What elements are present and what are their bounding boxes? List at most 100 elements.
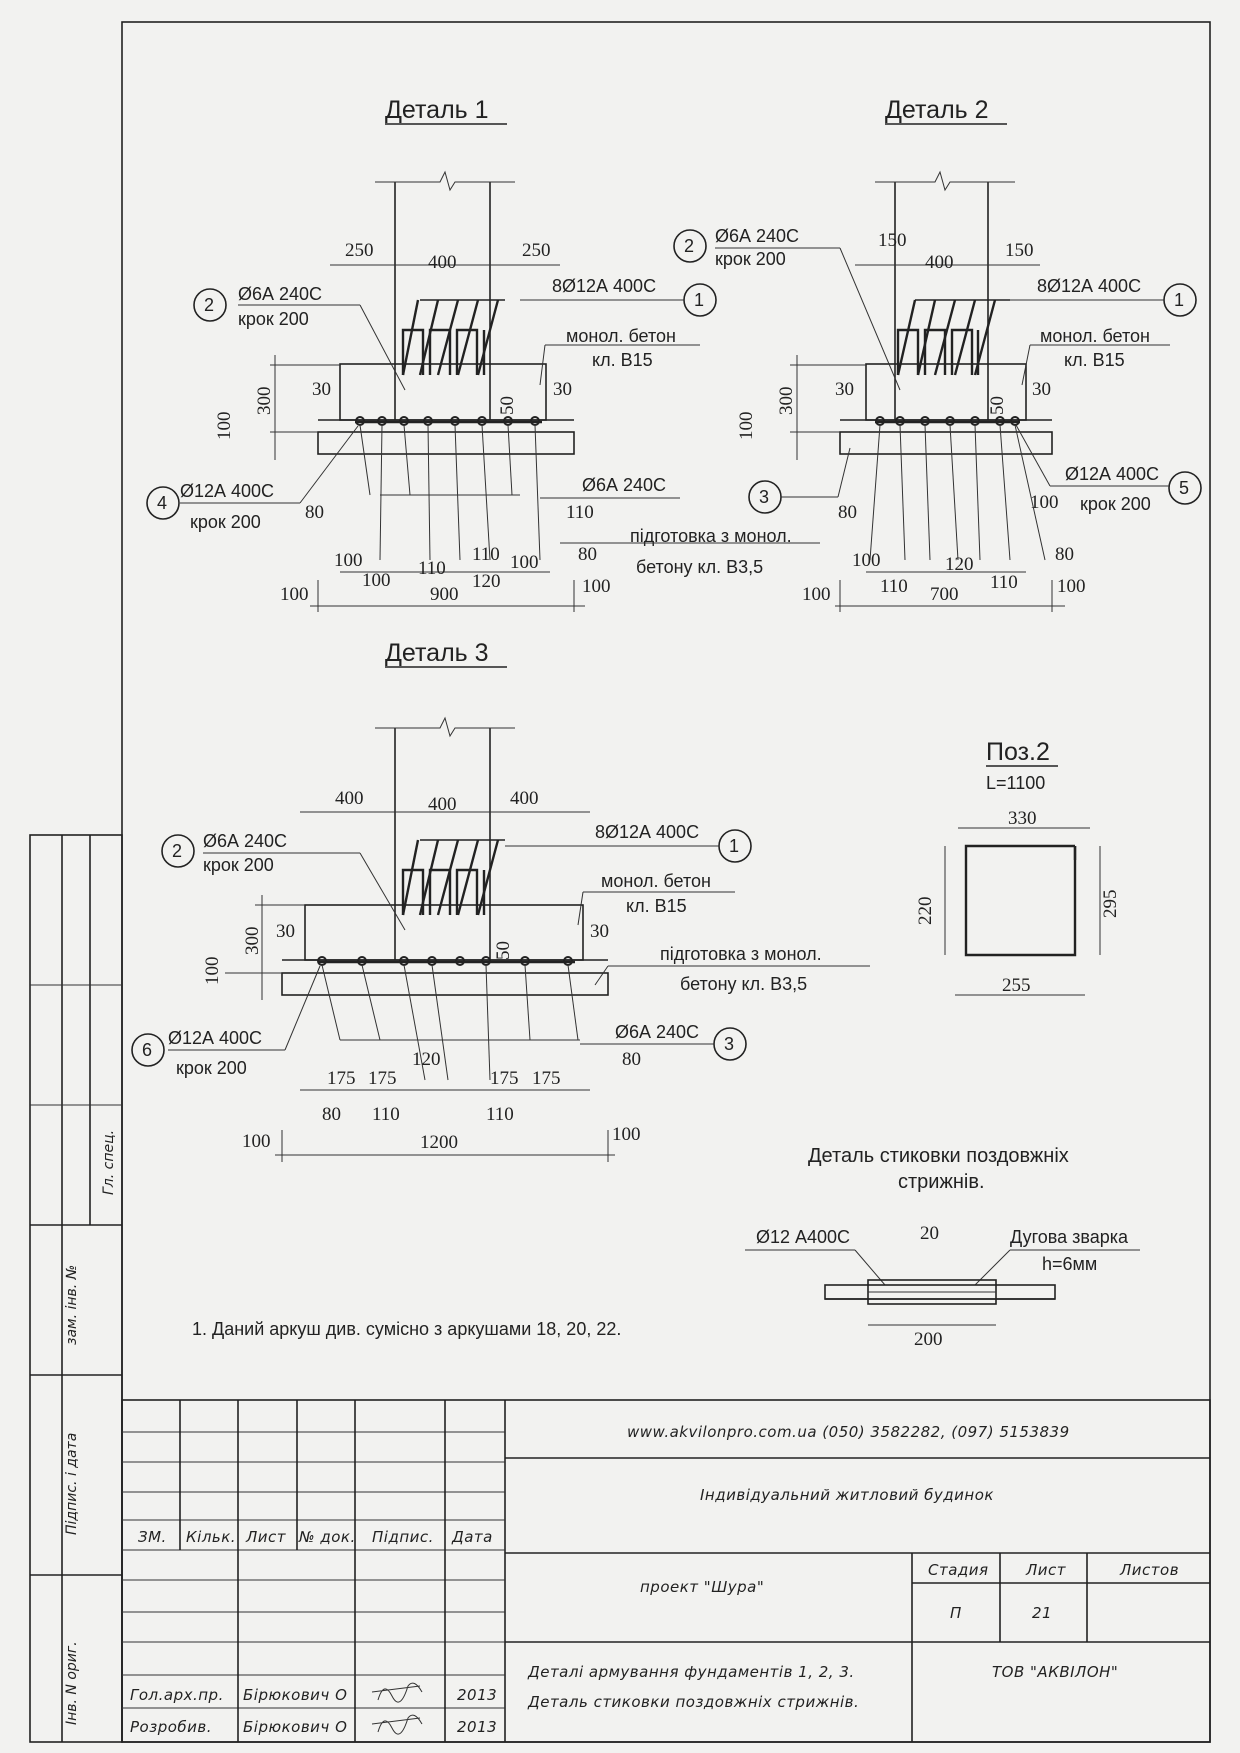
d3-mark-2-text: 2 [172,841,182,861]
d3-bot-dim-3: 175 [490,1068,519,1089]
d3-prep-label: підготовка з монол. [660,944,822,964]
tb-title-2: Деталь стиковки поздовжніх стрижнів. [527,1693,859,1711]
d1-side-dim-50: 50 [497,396,518,415]
tb-header-sheet: Лист [245,1528,287,1546]
poz2-title: Поз.2 [986,738,1050,766]
d1-bot-dim-9: 100 [280,584,309,605]
tb-stage: П [950,1604,962,1622]
d3-mark-2 [161,834,195,868]
d2-bot-dim-1: 100 [1030,492,1059,513]
poz2-top-dim: 330 [1008,808,1037,829]
tb-row1-role: Гол.арх.пр. [130,1686,224,1704]
d2-mark-5 [1168,471,1202,505]
d3-stirrup-label: Ø6А 240С [203,831,287,851]
tb-title-1: Деталі армування фундаментів 1, 2, 3. [527,1663,855,1681]
d1-bottom-bars-label: Ø12А 400С [180,481,274,501]
d1-concrete-class: кл. В15 [592,350,653,370]
d3-side-dim-100: 100 [202,957,223,986]
d2-bot-dim-5: 110 [990,572,1018,593]
splice-gap-dim: 20 [920,1223,939,1244]
d1-side-dim-100: 100 [214,412,235,441]
d3-bot-dim-0: 175 [327,1068,356,1089]
d2-mark-3-text: 3 [759,487,769,507]
d3-side-dim-30b: 30 [590,921,609,942]
splice-length-dim: 200 [914,1329,943,1350]
d3-bot-dim-7: 110 [372,1104,400,1125]
d1-bot-dim-8: 80 [578,544,597,565]
d2-mark-2-text: 2 [684,236,694,256]
d3-bot-dim-2: 120 [412,1049,441,1070]
d1-bot-dim-4: 110 [418,558,446,579]
detail-1-title: Деталь 1 [385,96,489,124]
d1-side-dim-30a: 30 [312,379,331,400]
d2-side-dim-30a: 30 [835,379,854,400]
tb-row1-name: Бірюкович О [243,1686,347,1704]
tb-sheets-header: Листов [1119,1561,1179,1579]
tb-object: Індивідуальний житловий будинок [700,1486,994,1504]
d3-bot-dim-10: 1200 [420,1132,458,1153]
d2-bot-dim-8: 700 [930,584,959,605]
signature-1 [371,1682,423,1703]
tb-row2-role: Розробив. [130,1718,212,1736]
d1-bot-dim-6: 100 [510,552,539,573]
d1-concrete-label: монол. бетон [566,326,676,346]
d2-bot-dim-7: 100 [802,584,831,605]
d2-concrete-label: монол. бетон [1040,326,1150,346]
poz2-left-dim: 220 [915,897,936,926]
d2-mark-2 [673,229,707,263]
poz2-bottom-dim: 255 [1002,975,1031,996]
d1-top-dim-mid: 400 [428,252,457,273]
d3-mark-1-text: 1 [729,836,739,856]
d1-bot-dim-11: 100 [582,576,611,597]
tb-row2-year: 2013 [457,1718,497,1736]
d2-top-dim-right: 150 [1005,240,1034,261]
d3-prep-class: бетону кл. В3,5 [680,974,807,994]
d3-bot-dim-5: 80 [622,1049,641,1070]
d2-bot-dim-9: 100 [1057,576,1086,597]
d3-bot-dim-6: 80 [322,1104,341,1125]
tb-stage-header: Стадия [928,1561,989,1579]
splice-title-1: Деталь стиковки поздовжніх [808,1145,1069,1167]
d3-cross-bars-label: Ø6А 240С [615,1022,699,1042]
d1-prep-label: підготовка з монол. [630,526,792,546]
d2-stirrup-label: Ø6А 240С [715,226,799,246]
d3-side-dim-300: 300 [242,927,263,956]
detail-2: Деталь 2 150 400 150 [673,96,1202,612]
d1-side-dim-300: 300 [254,387,275,416]
d3-side-dim-50: 50 [493,941,514,960]
sheet-note: 1. Даний аркуш див. сумісно з аркушами 1… [192,1319,621,1339]
tb-header-doc: № док. [298,1528,356,1546]
d1-prep-class: бетону кл. В3,5 [636,557,763,577]
d1-bot-dim-5: 110 [472,544,500,565]
side-label-chief: Гл. спец. [101,1130,117,1195]
detail-1: Деталь 1 [146,96,820,612]
d3-top-dim-mid: 400 [428,794,457,815]
d3-side-dim-30a: 30 [276,921,295,942]
tb-company: ТОВ "АКВІЛОН" [992,1663,1118,1681]
d1-mark-4-text: 4 [157,493,167,513]
tb-row1-year: 2013 [457,1686,497,1704]
d1-top-dim-right: 250 [522,240,551,261]
tb-row2-name: Бірюкович О [243,1718,347,1736]
d2-bot-dim-6: 80 [1055,544,1074,565]
poz2-shape: Поз.2 L=1100 330 220 295 255 [915,738,1121,996]
d2-bottom-bars-label: Ø12А 400С [1065,464,1159,484]
tb-sheet-number: 21 [1032,1604,1052,1622]
tb-header-signature: Підпис. [372,1528,434,1546]
d1-side-dim-30b: 30 [553,379,572,400]
detail-2-title: Деталь 2 [885,96,989,124]
d3-mark-6-text: 6 [142,1040,152,1060]
d1-bottom-bars-step: крок 200 [190,512,261,532]
d2-side-dim-100: 100 [736,412,757,441]
detail-3: Деталь 3 400 400 [131,639,870,1162]
d2-side-dim-50: 50 [987,396,1008,415]
d2-concrete-class: кл. В15 [1064,350,1125,370]
d2-long-bars-label: 8Ø12А 400С [1037,276,1141,296]
d3-bot-dim-4: 175 [532,1068,561,1089]
title-block: ЗМ. Кільк. Лист № док. Підпис. Дата Гол.… [121,1399,1211,1743]
d3-stirrup-step: крок 200 [203,855,274,875]
d1-mark-1-text: 1 [694,290,704,310]
tb-sheet-header: Лист [1025,1561,1067,1579]
side-label-signature: Підпис. і дата [64,1433,80,1535]
